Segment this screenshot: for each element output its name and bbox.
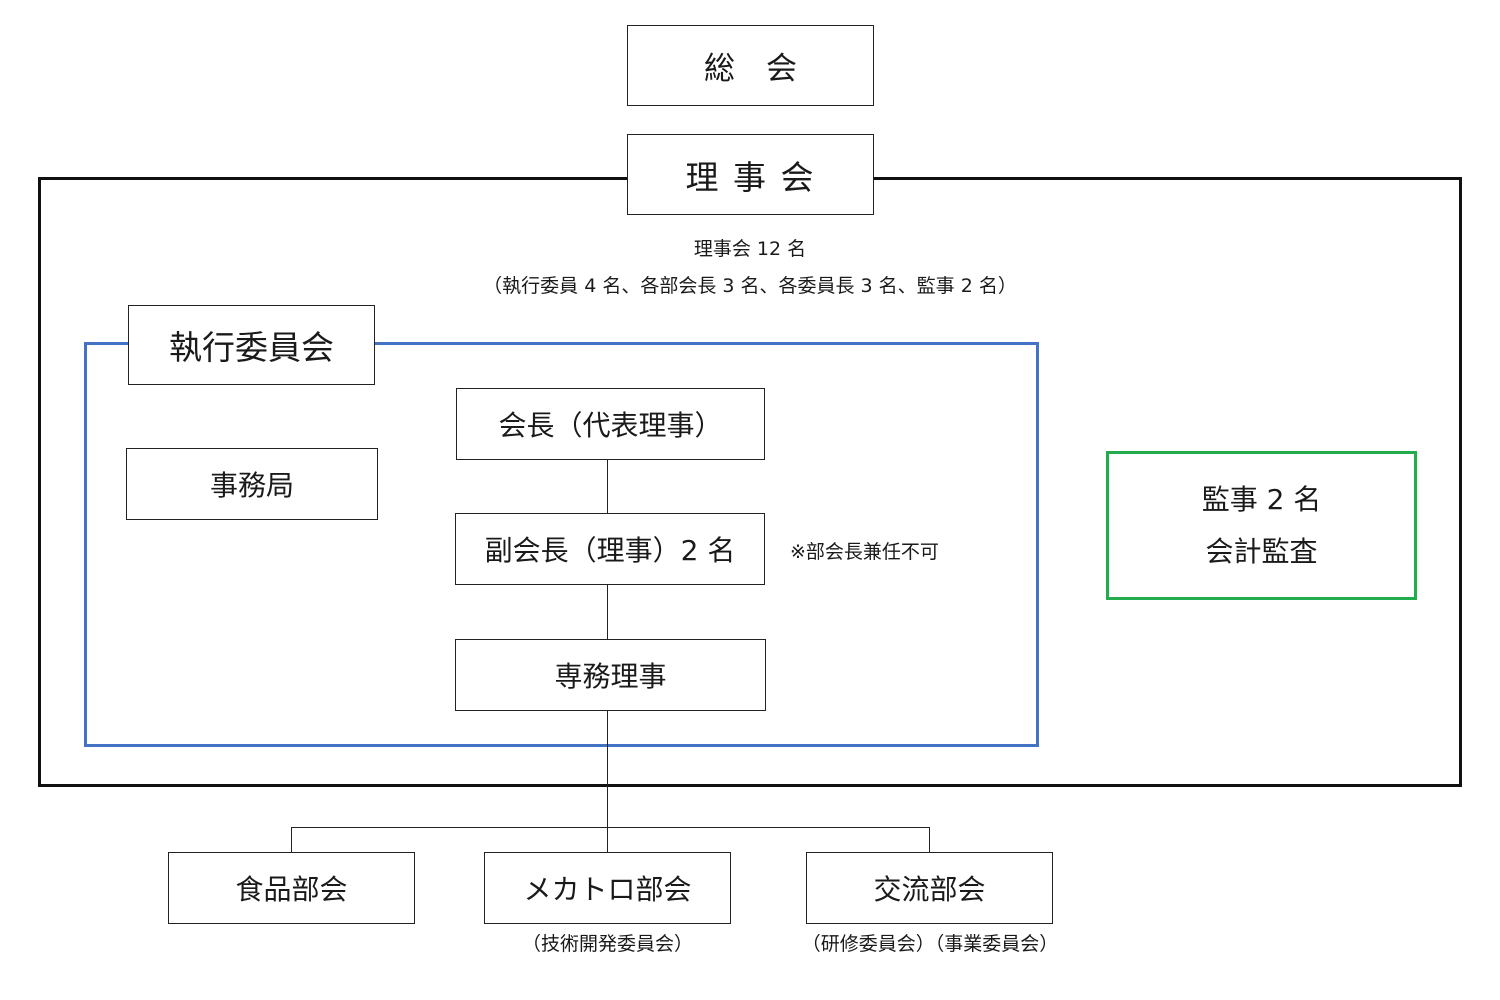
connector-exchange-division bbox=[929, 827, 930, 853]
division-box-mechatronics: メカトロ部会 bbox=[484, 852, 731, 924]
board-label: 理 事 会 bbox=[685, 157, 816, 197]
connector-food-division bbox=[291, 827, 292, 853]
audit-box: 監事 2 名 会計監査 bbox=[1106, 451, 1417, 600]
division-box-exchange: 交流部会 bbox=[806, 852, 1053, 924]
connector-chair-vice bbox=[607, 460, 608, 514]
board-box: 理 事 会 bbox=[627, 134, 874, 215]
managing-director-box: 専務理事 bbox=[455, 639, 766, 711]
division-sub-mechatronics: （技術開発委員会） bbox=[521, 933, 693, 955]
managing-director-label: 専務理事 bbox=[554, 660, 667, 693]
division-label-mechatronics: メカトロ部会 bbox=[523, 873, 692, 906]
board-breakdown-note: （執行委員 4 名、各部会長 3 名、各委員長 3 名、監事 2 名） bbox=[483, 275, 1017, 297]
general-meeting-label: 総 会 bbox=[704, 51, 797, 87]
division-label-exchange: 交流部会 bbox=[873, 873, 986, 906]
accounting-audit-label: 会計監査 bbox=[1205, 534, 1318, 568]
secretariat-label: 事務局 bbox=[209, 469, 294, 502]
secretariat-box: 事務局 bbox=[126, 448, 378, 520]
executive-committee-frame bbox=[84, 342, 1039, 747]
vice-chairman-note: ※部会長兼任不可 bbox=[790, 541, 939, 563]
connector-vice-managing bbox=[607, 585, 608, 640]
connector-managing-divisions bbox=[607, 710, 608, 853]
vice-chairman-box: 副会長（理事）2 名 bbox=[455, 513, 765, 585]
executive-committee-label: 執行委員会 bbox=[169, 328, 334, 367]
board-count-note: 理事会 12 名 bbox=[693, 238, 807, 260]
vice-chairman-label: 副会長（理事）2 名 bbox=[484, 534, 736, 567]
auditor-label: 監事 2 名 bbox=[1201, 482, 1322, 516]
chairman-label: 会長（代表理事） bbox=[498, 409, 723, 442]
chairman-box: 会長（代表理事） bbox=[456, 388, 765, 460]
division-box-food: 食品部会 bbox=[168, 852, 415, 924]
division-sub-exchange: （研修委員会）（事業委員会） bbox=[801, 933, 1059, 955]
connector-division-bar bbox=[291, 827, 930, 828]
general-meeting-box: 総 会 bbox=[627, 25, 874, 106]
division-label-food: 食品部会 bbox=[235, 873, 348, 906]
executive-committee-box: 執行委員会 bbox=[128, 305, 375, 385]
